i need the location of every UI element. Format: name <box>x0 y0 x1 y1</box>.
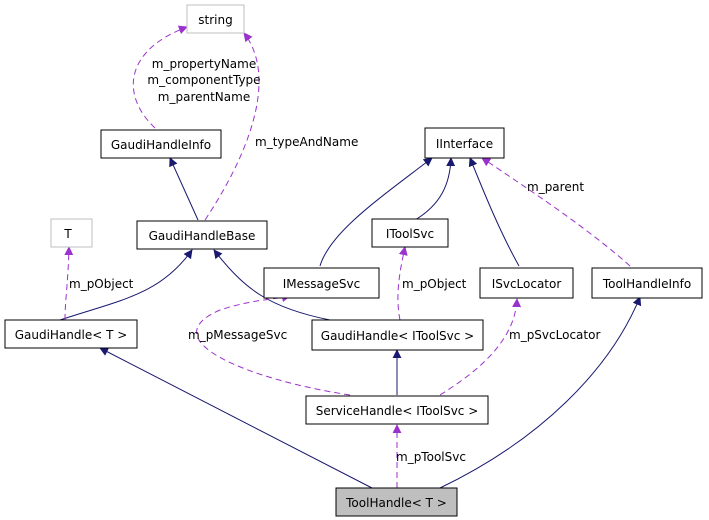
node-itoolsvc-label: IToolSvc <box>386 227 434 241</box>
node-iinterface-label: IInterface <box>436 137 493 151</box>
edge-iinterface-to-imessagesvc <box>319 157 433 267</box>
node-gaudi-handle-t-label: GaudiHandle< T > <box>15 328 128 342</box>
label-component-type: m_componentType <box>147 73 260 87</box>
node-gaudi-handle-info-label: GaudiHandleInfo <box>111 138 211 152</box>
node-gaudi-handle-info[interactable]: GaudiHandleInfo <box>100 129 222 159</box>
edge-string-to-gaudihandlebase <box>204 32 260 221</box>
node-itoolsvc[interactable]: IToolSvc <box>371 218 449 248</box>
node-isvclocator-label: ISvcLocator <box>492 277 562 291</box>
edge-gaudihandleinfo-to-gaudihandlebase <box>169 157 199 221</box>
label-p-message-svc: m_pMessageSvc <box>188 328 287 342</box>
node-gaudi-handle-itoolsvc[interactable]: GaudiHandle< IToolSvc > <box>311 319 484 351</box>
edge-t-to-gaudihandle-t <box>64 246 74 321</box>
edge-gaudihandle-t-to-toolhandle <box>99 347 373 489</box>
label-parent-name: m_parentName <box>158 90 250 104</box>
node-t-label: T <box>63 227 72 241</box>
edge-string-to-gaudihandleinfo <box>132 25 188 129</box>
label-p-svc-locator: m_pSvcLocator <box>509 328 600 342</box>
node-gaudi-handle-base-label: GaudiHandleBase <box>149 229 256 243</box>
node-tool-handle-info[interactable]: ToolHandleInfo <box>591 267 703 299</box>
label-p-object-left: m_pObject <box>69 277 134 291</box>
node-gaudi-handle-t[interactable]: GaudiHandle< T > <box>4 319 138 349</box>
usage-edges <box>64 25 631 488</box>
node-tool-handle-info-label: ToolHandleInfo <box>602 277 691 291</box>
edge-isvclocator-to-servicehandle <box>439 298 522 396</box>
edge-iinterface-to-toolhandleinfo <box>481 157 631 267</box>
label-p-tool-svc: m_pToolSvc <box>396 450 466 464</box>
edge-iinterface-to-itoolsvc <box>414 157 456 221</box>
node-imessagesvc[interactable]: IMessageSvc <box>263 267 380 299</box>
inheritance-edges <box>59 157 642 489</box>
edge-gaudihandlebase-to-gaudihandle-t <box>59 249 193 321</box>
node-imessagesvc-label: IMessageSvc <box>283 277 360 291</box>
edge-iinterface-to-isvclocator <box>468 157 520 267</box>
node-string[interactable]: string <box>186 4 245 34</box>
node-tool-handle-t-label: ToolHandle< T > <box>345 496 447 510</box>
edge-toolhandleinfo-to-toolhandle <box>439 296 642 489</box>
node-string-label: string <box>198 13 232 27</box>
node-gaudi-handle-base[interactable]: GaudiHandleBase <box>136 220 268 250</box>
label-type-and-name: m_typeAndName <box>255 135 358 149</box>
edge-gaudihandlebase-to-gaudihandle-itoolsvc <box>213 249 331 321</box>
node-tool-handle-t[interactable]: ToolHandle< T > <box>335 487 458 517</box>
node-isvclocator[interactable]: ISvcLocator <box>479 267 574 299</box>
node-gaudi-handle-itoolsvc-label: GaudiHandle< IToolSvc > <box>321 329 474 343</box>
node-iinterface[interactable]: IInterface <box>424 127 505 159</box>
node-service-handle-itoolsvc-label: ServiceHandle< IToolSvc > <box>316 404 479 418</box>
edge-labels: m_propertyName m_componentType m_parentN… <box>69 57 600 464</box>
node-service-handle-itoolsvc[interactable]: ServiceHandle< IToolSvc > <box>305 395 489 425</box>
node-t[interactable]: T <box>50 218 93 248</box>
label-p-object-right: m_pObject <box>402 277 467 291</box>
label-property-name: m_propertyName <box>152 57 256 71</box>
label-parent: m_parent <box>527 180 584 194</box>
